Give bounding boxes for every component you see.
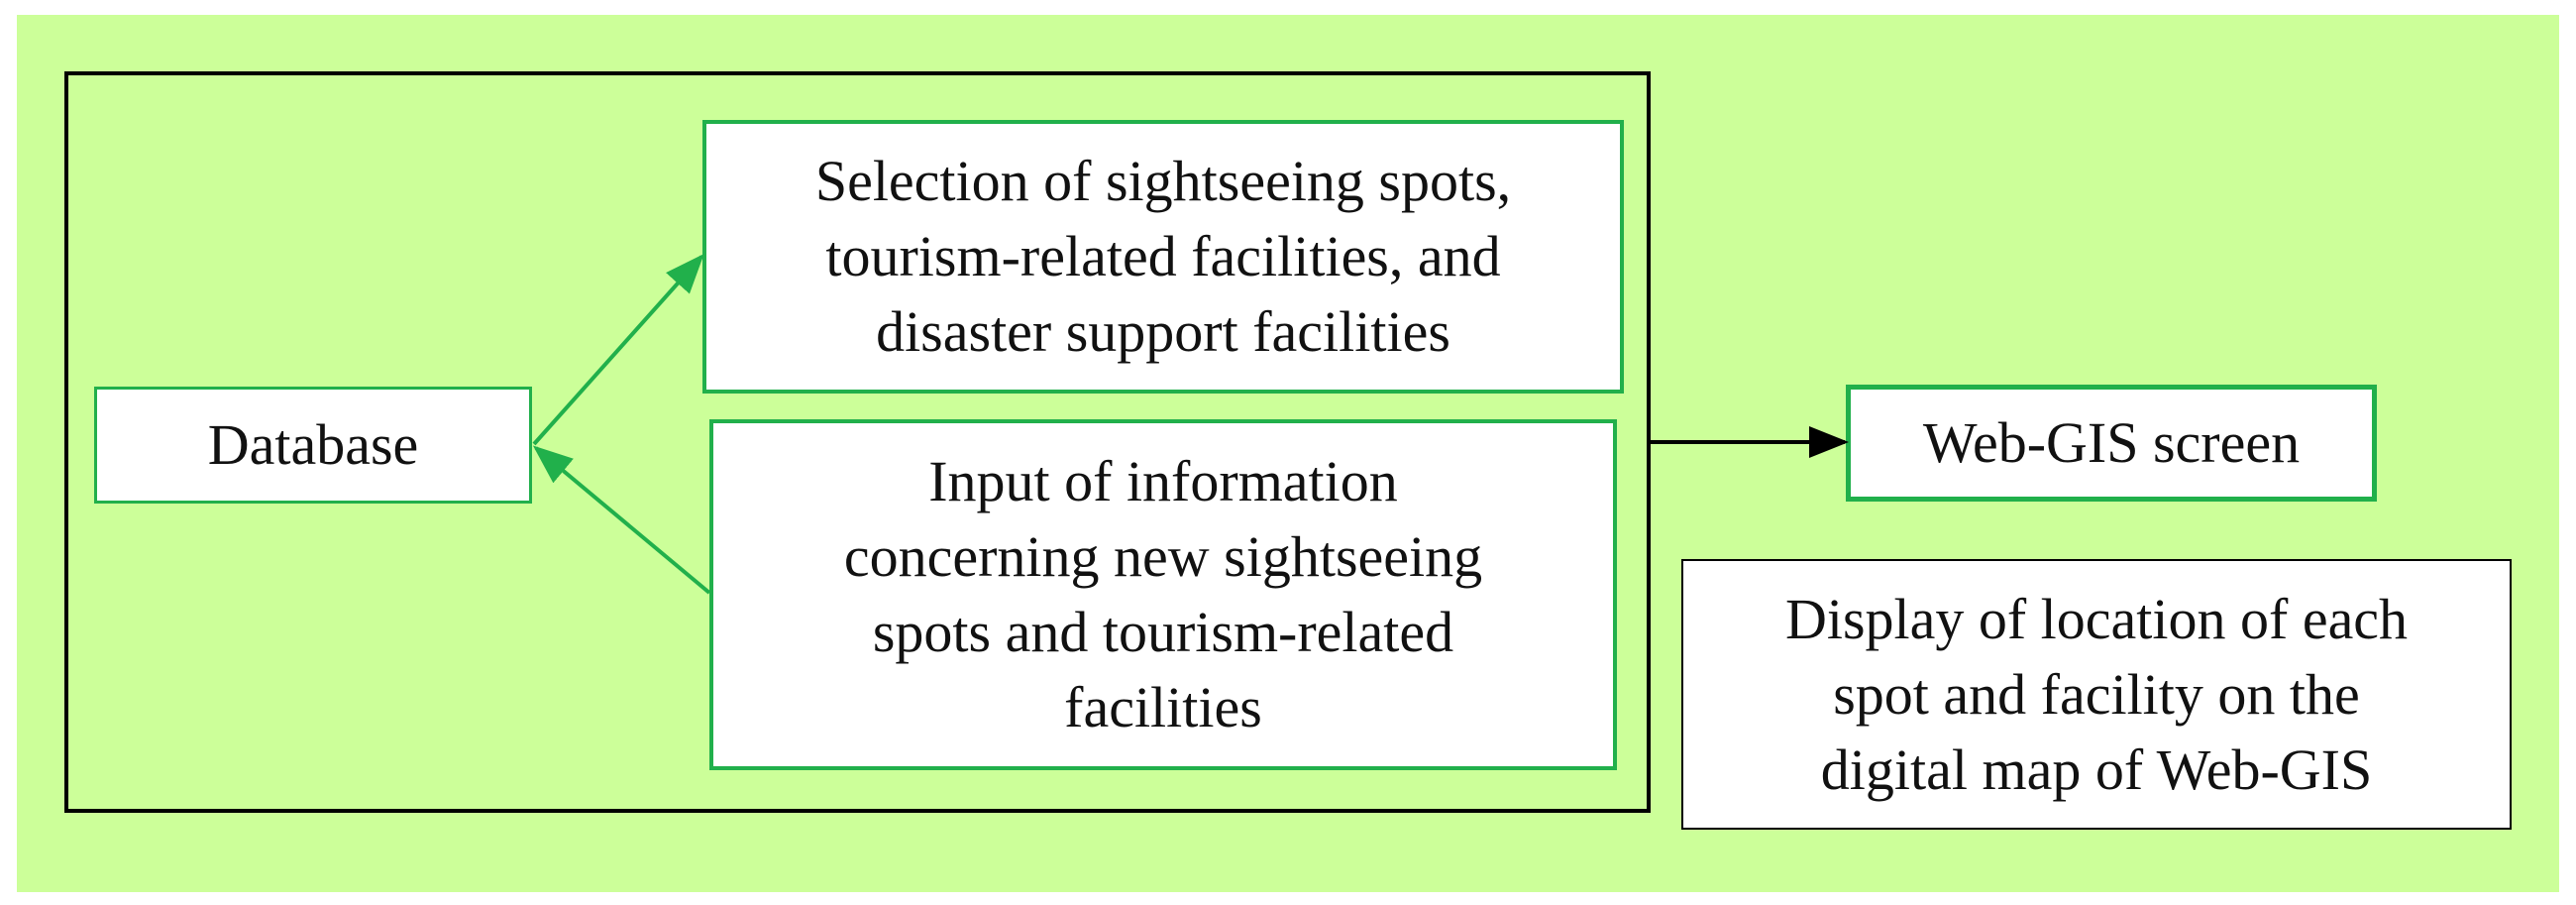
display-note: Display of location of each spot and fac…: [1681, 559, 2512, 830]
input-line-2: concerning new sightseeing: [843, 524, 1483, 589]
selection-line-3: disaster support facilities: [876, 299, 1450, 364]
database-node: Database: [94, 387, 532, 504]
display-line-1: Display of location of each: [1784, 586, 2409, 651]
input-line-1: Input of information: [928, 449, 1398, 513]
selection-line-1: Selection of sightseeing spots,: [814, 149, 1512, 213]
webgis-label: Web-GIS screen: [1922, 410, 2301, 475]
input-node: Input of information concerning new sigh…: [709, 419, 1617, 770]
selection-node: Selection of sightseeing spots, tourism-…: [702, 120, 1624, 394]
database-label: Database: [207, 412, 419, 477]
webgis-node: Web-GIS screen: [1846, 385, 2377, 502]
input-line-4: facilities: [1064, 675, 1262, 739]
selection-line-2: tourism-related facilities, and: [825, 224, 1501, 288]
process-frame: [64, 71, 1651, 813]
input-line-3: spots and tourism-related: [872, 600, 1454, 664]
display-line-3: digital map of Web-GIS: [1820, 736, 2373, 802]
display-line-2: spot and facility on the: [1833, 661, 2360, 727]
